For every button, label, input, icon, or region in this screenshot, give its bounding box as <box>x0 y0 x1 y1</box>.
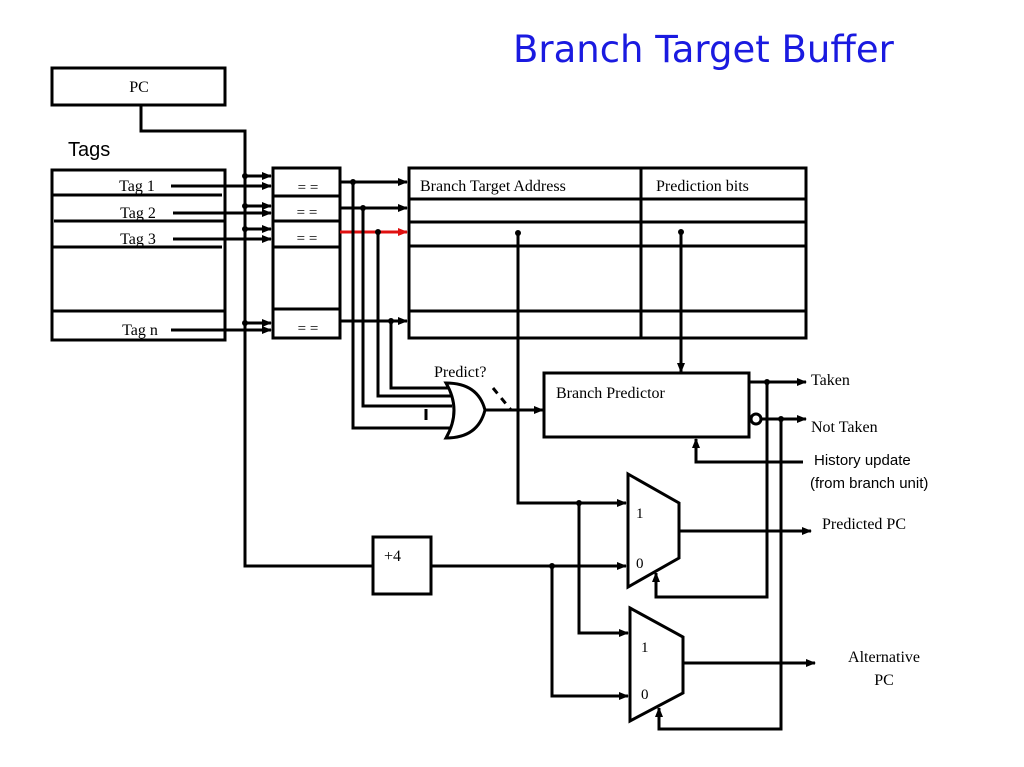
pc-box <box>50 66 227 107</box>
adder-label: +4 <box>384 548 401 565</box>
history-update-label-line1: History update <box>814 452 911 469</box>
target-to-alt-mux <box>577 503 629 637</box>
alternative-pc-label-line1: Alternative <box>848 649 920 666</box>
mux-alternative-input-1: 1 <box>641 640 649 656</box>
comparators: = = = = = = = = <box>271 166 342 340</box>
tag-1-label: Tag 1 <box>119 178 155 195</box>
tag-3-label: Tag 3 <box>120 231 156 248</box>
tag-2-label: Tag 2 <box>120 205 156 222</box>
tag-wires <box>171 182 272 334</box>
page-title: Branch Target Buffer <box>513 28 895 71</box>
pc-taps <box>242 172 272 327</box>
mux-predicted-pc: 1 0 <box>626 471 681 590</box>
not-taken-label: Not Taken <box>811 419 878 436</box>
pc-label: PC <box>129 79 149 96</box>
predicted-pc-label: Predicted PC <box>822 516 906 533</box>
junction-dot <box>350 179 356 185</box>
mux-alternative-input-0: 0 <box>641 687 649 703</box>
adder-box <box>371 535 433 596</box>
mux-predicted-input-0: 0 <box>636 556 644 572</box>
junction-dot <box>242 203 248 209</box>
mux-predicted-shape <box>626 471 681 590</box>
inverter-bubble <box>749 412 763 426</box>
junction-dot <box>242 320 248 326</box>
target-address-wire <box>516 233 627 507</box>
branch-predictor-label: Branch Predictor <box>556 385 666 402</box>
or-input-1 <box>351 182 450 430</box>
comparator-3-symbol: = = <box>297 231 318 247</box>
comparator-1-symbol: = = <box>298 180 319 196</box>
taken-select-wire <box>652 382 769 599</box>
btb-table: Branch Target Address Prediction bits <box>407 166 808 340</box>
mux-alternative-shape <box>628 605 685 724</box>
or-gate-shape <box>443 381 487 440</box>
comparator-2-symbol: = = <box>297 205 318 221</box>
match-wires <box>340 178 452 430</box>
or-input-n <box>389 321 450 390</box>
junction-dot <box>242 226 248 232</box>
taken-label: Taken <box>811 372 850 389</box>
or-input-3 <box>376 232 452 398</box>
junction-dot <box>360 205 366 211</box>
junction-dot <box>388 318 394 324</box>
tags-table: Tag 1 Tag 2 Tag 3 Tag n <box>50 168 227 342</box>
not-taken-select-wire <box>655 419 783 731</box>
or-gate: Predict? <box>434 364 513 440</box>
comparator-n-symbol: = = <box>298 321 319 337</box>
tag-n-label: Tag n <box>122 322 158 339</box>
branch-predictor-box <box>542 371 751 439</box>
or-input-2 <box>361 208 452 408</box>
adder: +4 <box>371 535 433 596</box>
tags-heading: Tags <box>68 139 110 161</box>
branch-predictor: Branch Predictor <box>542 371 763 439</box>
history-update-wire <box>692 438 803 464</box>
btb-column-header-address: Branch Target Address <box>420 178 566 195</box>
junction-dot <box>242 173 248 179</box>
pc-plus-4-to-alt-mux <box>550 566 629 700</box>
btb-column-header-prediction: Prediction bits <box>656 178 749 195</box>
pc-register: PC <box>50 66 227 107</box>
mux-alternative-pc: 1 0 <box>628 605 685 724</box>
pc-wire <box>139 105 373 568</box>
alternative-pc-label-line2: PC <box>874 672 894 689</box>
history-update-label-line2: (from branch unit) <box>810 475 928 492</box>
predict-dashed-pointer <box>491 387 513 411</box>
predict-label: Predict? <box>434 364 486 381</box>
junction-dot <box>375 229 381 235</box>
mux-predicted-input-1: 1 <box>636 506 644 522</box>
